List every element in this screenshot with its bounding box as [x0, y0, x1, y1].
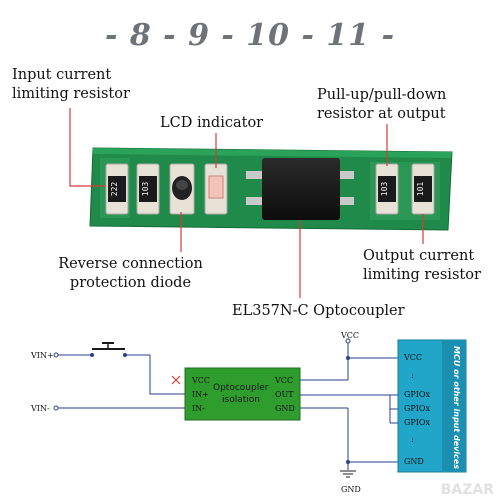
- input-resistor-label-line2: limiting resistor: [12, 86, 130, 102]
- resistor-second: 103: [136, 163, 160, 215]
- optocoupler-label: EL357N-C Optocoupler: [232, 303, 405, 319]
- resistor-second-code: 103: [141, 182, 150, 197]
- mcu-pin-gpio-2: GPIOx: [404, 404, 430, 413]
- resistor-pull: 103: [375, 163, 399, 215]
- mcu-title: MCU or other input devices: [452, 346, 461, 469]
- lcd-indicator-label: LCD indicator: [160, 115, 264, 131]
- mcu-pin-dots-1: :: [411, 371, 414, 380]
- reverse-diode-label-line1: Reverse connection: [58, 256, 203, 272]
- module-title-line1: Optocoupler: [213, 383, 269, 393]
- pull-resistor-label-line2: resistor at output: [317, 106, 446, 122]
- resistor-output-code: 101: [416, 182, 425, 197]
- leader-input-resistor: [69, 108, 106, 187]
- vcc-terminal: [345, 338, 351, 344]
- protection-diode: [169, 163, 195, 215]
- module-pin-vcc-out: VCC: [274, 376, 293, 385]
- gnd-label: GND: [341, 485, 361, 494]
- module-title-line2: isolation: [222, 395, 260, 405]
- vin-plus-label: VIN+: [30, 351, 54, 360]
- output-resistor-label: Output current limiting resistor: [363, 247, 481, 285]
- mcu-pin-gpio-3: GPIOx: [404, 418, 430, 427]
- schematic-wires: [58, 343, 398, 470]
- push-switch: [90, 342, 127, 357]
- output-resistor-label-line1: Output current: [363, 248, 475, 264]
- pull-resistor-label-line1: Pull-up/pull-down: [317, 87, 447, 103]
- module-pin-vcc-in: VCC: [191, 376, 210, 385]
- page-title: - 8 - 9 - 10 - 11 -: [104, 18, 396, 53]
- gnd-symbol: [340, 470, 356, 478]
- no-connect-marker: [171, 375, 181, 385]
- optocoupler-module: Optocoupler isolation VCC IN+ IN- VCC OU…: [184, 367, 301, 421]
- module-pin-gnd: GND: [275, 404, 295, 413]
- resistor-output: 101: [411, 163, 435, 215]
- led-indicator: [204, 163, 228, 215]
- junction-vcc: [346, 356, 350, 360]
- input-resistor-label-line1: Input current: [12, 67, 112, 83]
- vcc-top-label: VCC: [340, 331, 359, 340]
- module-pin-in-minus: IN-: [192, 404, 205, 413]
- mcu-pin-gnd: GND: [404, 457, 424, 466]
- optocoupler-chip: [246, 158, 354, 220]
- module-pin-in-plus: IN+: [192, 390, 209, 399]
- module-pin-out: OUT: [275, 390, 294, 399]
- pull-resistor-label: Pull-up/pull-down resistor at output: [317, 86, 446, 124]
- mcu-pin-dots-2: :: [411, 435, 414, 444]
- reverse-diode-label: Reverse connection protection diode: [48, 255, 213, 293]
- watermark: BAZAR: [440, 482, 494, 498]
- resistor-input: 222: [105, 163, 129, 215]
- input-resistor-label: Input current limiting resistor: [12, 66, 130, 104]
- mcu-pin-ticks: [389, 394, 398, 424]
- resistor-input-code: 222: [110, 182, 119, 197]
- output-resistor-label-line2: limiting resistor: [363, 267, 481, 283]
- vin-plus-terminal: [53, 352, 59, 358]
- schematic: VIN+ VIN- VCC GND Optocoupler isolation …: [30, 331, 467, 494]
- reverse-diode-label-line2: protection diode: [69, 275, 192, 291]
- mcu-block: VCC : GPIOx GPIOx GPIOx : GND MCU or oth…: [397, 339, 467, 473]
- vin-minus-label: VIN-: [30, 404, 50, 413]
- vin-minus-terminal: [53, 405, 59, 411]
- leader-lines: [69, 108, 424, 298]
- junction-gnd: [346, 460, 350, 464]
- resistor-pull-code: 103: [380, 182, 389, 197]
- mcu-pin-gpio-1: GPIOx: [404, 390, 430, 399]
- mcu-pin-vcc: VCC: [403, 353, 422, 362]
